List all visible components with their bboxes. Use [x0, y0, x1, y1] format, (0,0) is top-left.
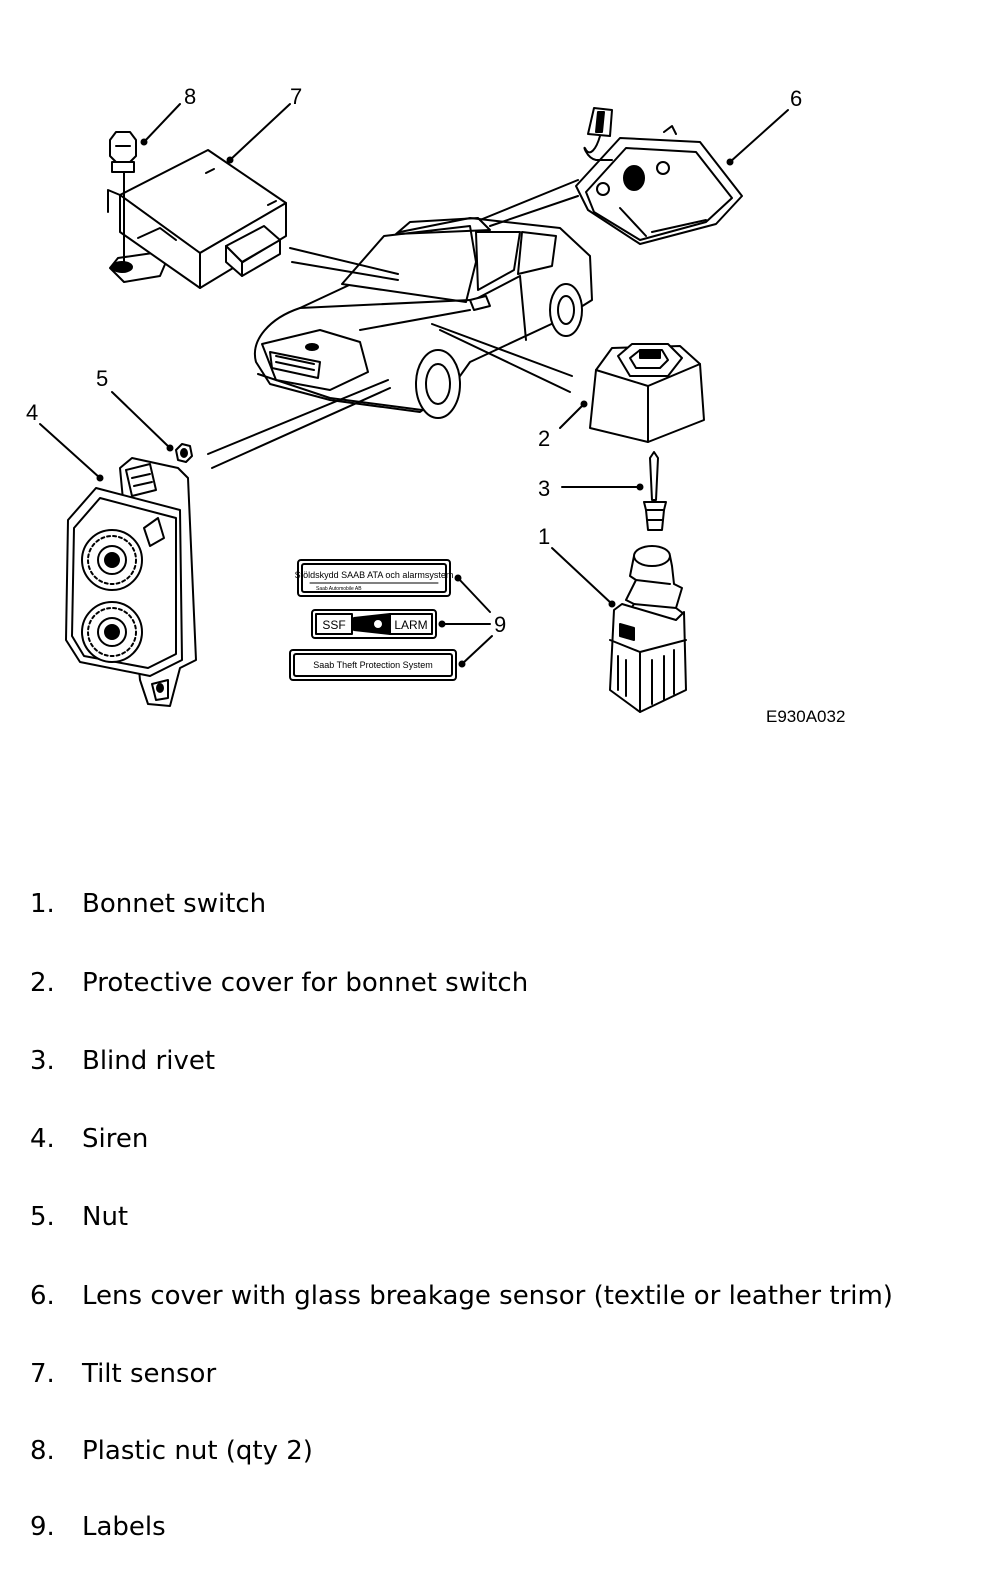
legend-number: 5. — [30, 1202, 55, 1232]
lens-cover-illustration — [575, 107, 743, 245]
callout-2: 2 — [538, 426, 550, 451]
callout-7: 7 — [290, 84, 302, 109]
label-top-text: Stöldskydd SAAB ATA och alarmsystem — [295, 570, 454, 580]
legend-item: 6. Lens cover with glass breakage sensor … — [0, 1276, 992, 1316]
legend-text: Labels — [82, 1512, 166, 1542]
legend-text: Nut — [82, 1202, 129, 1232]
callout-6: 6 — [790, 86, 802, 111]
plastic-nut-illustration — [109, 131, 137, 266]
labels-illustration: Stöldskydd SAAB ATA och alarmsystem Saab… — [289, 559, 457, 681]
legend-text: Tilt sensor — [82, 1359, 217, 1389]
legend-item: 8. Plastic nut (qty 2) — [0, 1431, 992, 1471]
siren-illustration — [65, 457, 197, 707]
legend-text: Siren — [82, 1124, 149, 1154]
legend-item: 1. Bonnet switch — [0, 884, 992, 924]
legend-number: 2. — [30, 968, 55, 998]
legend-item: 4. Siren — [0, 1119, 992, 1159]
legend-number: 1. — [30, 889, 55, 919]
tilt-sensor-illustration — [107, 149, 287, 289]
legend-item: 2. Protective cover for bonnet switch — [0, 963, 992, 1003]
callout-3: 3 — [538, 476, 550, 501]
pointer-lines — [207, 179, 579, 469]
label-ssf-text: SSF — [322, 618, 345, 632]
legend-number: 4. — [30, 1124, 55, 1154]
legend-number: 3. — [30, 1046, 55, 1076]
callout-9: 9 — [494, 612, 506, 637]
car-illustration — [253, 217, 593, 419]
legend-number: 8. — [30, 1436, 55, 1466]
legend-text: Blind rivet — [82, 1046, 216, 1076]
callout-4: 4 — [26, 400, 38, 425]
legend-number: 6. — [30, 1281, 55, 1311]
legend-item: 3. Blind rivet — [0, 1041, 992, 1081]
legend-text: Plastic nut (qty 2) — [82, 1436, 313, 1466]
legend-item: 7. Tilt sensor — [0, 1354, 992, 1394]
legend-number: 9. — [30, 1512, 55, 1542]
legend-text: Protective cover for bonnet switch — [82, 968, 529, 998]
callout-8: 8 — [184, 84, 196, 109]
bonnet-switch-illustration — [609, 545, 687, 713]
callout-5: 5 — [96, 366, 108, 391]
legend-item: 5. Nut — [0, 1197, 992, 1237]
label-bottom-text: Saab Theft Protection System — [313, 660, 432, 670]
blind-rivet-illustration — [643, 451, 667, 531]
legend-item: 9. Labels — [0, 1507, 992, 1547]
nut-illustration — [175, 443, 193, 463]
label-top-small-text: Saab Automobile AB — [316, 586, 362, 592]
legend-text: Lens cover with glass breakage sensor (t… — [82, 1281, 893, 1311]
protective-cover-illustration — [589, 343, 705, 443]
callout-1: 1 — [538, 524, 550, 549]
leader-lines — [39, 103, 789, 668]
label-larm-text: LARM — [394, 618, 427, 632]
callout-numbers: 8 7 6 2 3 1 4 5 9 E930A032 — [26, 84, 845, 726]
exploded-diagram: Stöldskydd SAAB ATA och alarmsystem Saab… — [0, 0, 992, 760]
legend-text: Bonnet switch — [82, 889, 267, 919]
figure-id: E930A032 — [766, 707, 845, 726]
legend-number: 7. — [30, 1359, 55, 1389]
